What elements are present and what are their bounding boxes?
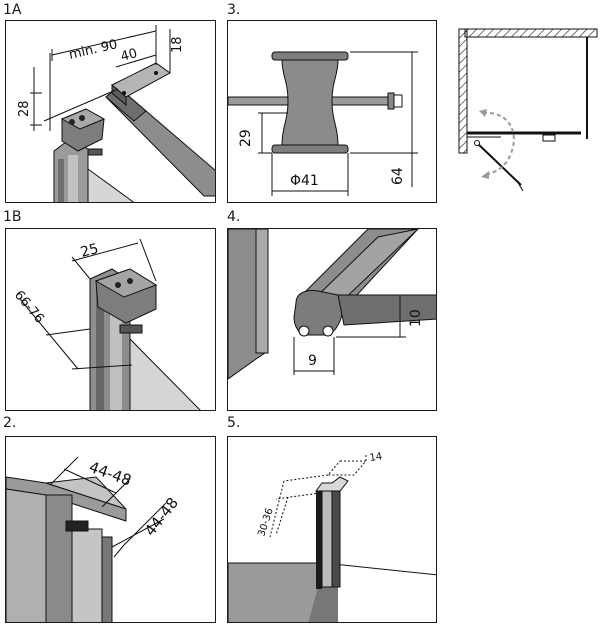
- panel-5-drawing: 14 30-36: [228, 451, 436, 622]
- panel-2-drawing: 44-48 44-48: [6, 456, 182, 622]
- panel-2: 44-48 44-48: [5, 436, 216, 623]
- dim-5-30-36: 30-36: [256, 507, 275, 538]
- panel-1a-drawing: min. 90 40 18 28: [17, 25, 215, 202]
- dim-1a-40: 40: [119, 46, 139, 65]
- dim-1b-25: 25: [79, 241, 100, 261]
- dim-1b-66-76: 66-76: [11, 288, 47, 327]
- dim-5-14: 14: [369, 451, 383, 464]
- panel-4-drawing: 10 9: [228, 229, 436, 380]
- panel-title-3: 3.: [227, 2, 241, 18]
- panel-1b-drawing: 25 66-76: [11, 238, 201, 410]
- panel-3: 29 64 Φ41: [227, 20, 437, 203]
- panel-title-1b: 1B: [3, 209, 22, 225]
- shower-plan-diagram: [458, 28, 598, 192]
- panel-title-1a: 1A: [3, 2, 22, 18]
- wall-left: [458, 28, 468, 154]
- dim-3-64: 64: [390, 167, 406, 185]
- panel-4: 10 9: [227, 228, 437, 411]
- panel-title-2: 2.: [3, 415, 17, 431]
- panel-1b: 25 66-76: [5, 228, 216, 411]
- dim-2-b: 44-48: [141, 494, 182, 539]
- panel-title-5: 5.: [227, 415, 241, 431]
- door-open: [476, 142, 522, 186]
- panel-3-drawing: 29 64 Φ41: [228, 51, 418, 196]
- dim-3-phi41: Φ41: [290, 173, 319, 189]
- wall-top: [464, 28, 598, 38]
- dim-1a-28: 28: [17, 100, 32, 117]
- panel-1a: min. 90 40 18 28: [5, 20, 216, 203]
- dim-4-10: 10: [408, 309, 424, 327]
- dim-1a-min90: min. 90: [68, 37, 119, 63]
- panel-title-4: 4.: [227, 209, 241, 225]
- dim-3-29: 29: [238, 129, 254, 147]
- swing-arc: [482, 111, 515, 176]
- hinge-block: [542, 134, 556, 142]
- dim-1a-18: 18: [170, 36, 185, 53]
- dim-4-9: 9: [308, 353, 317, 369]
- panel-5: 14 30-36: [227, 436, 437, 623]
